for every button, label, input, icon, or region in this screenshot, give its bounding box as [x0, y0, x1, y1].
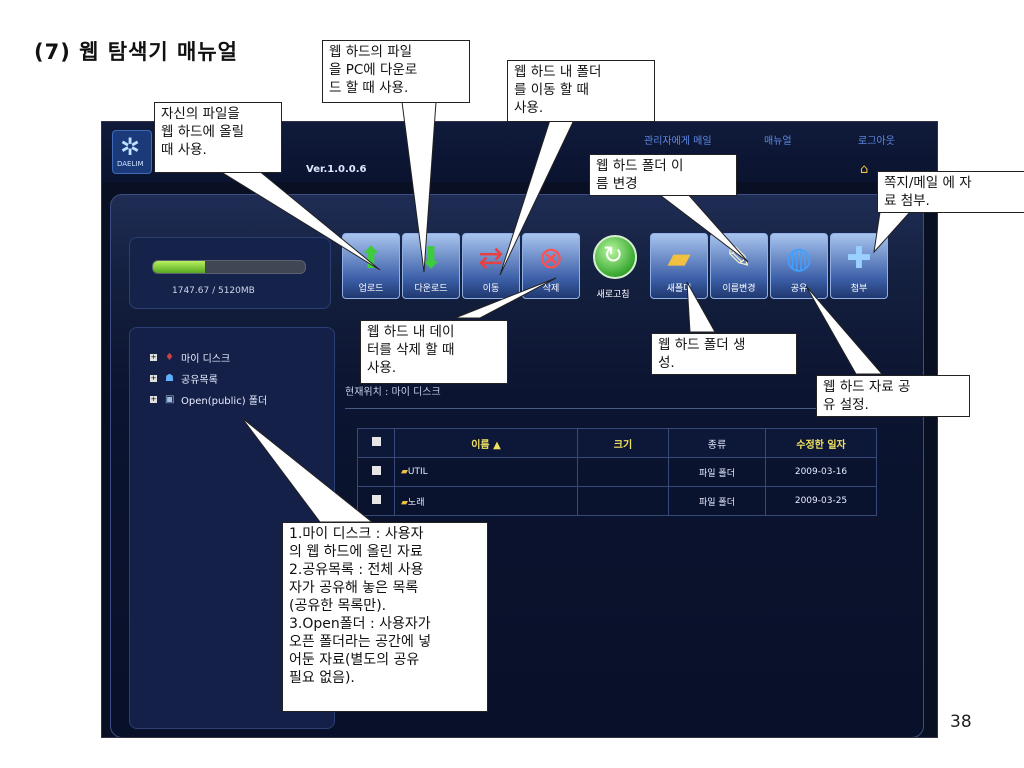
- quota-text: 1747.67 / 5120MB: [172, 286, 255, 296]
- share-list-icon: ☗: [165, 372, 174, 384]
- attach-button[interactable]: ✚ 첨부: [830, 233, 888, 299]
- share-globe-icon: ◍: [785, 241, 813, 276]
- row-name[interactable]: UTIL: [407, 467, 428, 477]
- table-header-row: 이름 ▲ 크기 종류 수정한 일자: [357, 428, 877, 458]
- callout-download: 웹 하드의 파일 을 PC에 다운로 드 할 때 사용.: [322, 40, 470, 103]
- quota-panel: 1747.67 / 5120MB: [129, 237, 331, 309]
- expand-icon[interactable]: +: [150, 352, 157, 361]
- version-label: Ver.1.0.0.6: [306, 164, 367, 175]
- move-arrows-icon: ⇄: [478, 241, 504, 276]
- new-folder-icon: ▰: [667, 241, 691, 276]
- select-all-cell[interactable]: [357, 428, 395, 458]
- callout-share: 웹 하드 자료 공 유 설정.: [816, 375, 970, 417]
- expand-icon[interactable]: +: [150, 394, 157, 403]
- web-explorer-screenshot: ✲ DAELIM Ver.1.0.0.6 관리자에게 메일 매뉴얼 로그아웃 ⌂…: [101, 121, 938, 738]
- breadcrumb: 현재위치 : 마이 디스크: [345, 387, 441, 398]
- page-number: 38: [950, 712, 972, 732]
- attach-pointer: [873, 211, 912, 254]
- row-size: [577, 486, 669, 516]
- logo-star-icon: ✲: [120, 133, 141, 161]
- table-row[interactable]: ▰노래 파일 폴더 2009-03-25: [357, 486, 877, 516]
- refresh-button[interactable]: ↻ 새로고침: [585, 235, 641, 300]
- disk-icon: ♦: [165, 351, 174, 363]
- download-label: 다운로드: [414, 284, 448, 294]
- tree-item-label: 공유목록: [181, 374, 218, 386]
- callout-upload: 자신의 파일을 웹 하드에 올릴 때 사용.: [154, 102, 282, 173]
- attach-icon: ✚: [846, 241, 872, 276]
- rename-button[interactable]: ✎ 이름변경: [710, 233, 768, 299]
- callout-rename: 웹 하드 폴더 이 름 변경: [589, 154, 737, 196]
- callout-move: 웹 하드 내 폴더 를 이동 할 때 사용.: [507, 60, 655, 122]
- row-date: 2009-03-16: [765, 457, 877, 487]
- tree-item-open-folder[interactable]: + ▣ Open(public) 폴더: [150, 392, 268, 407]
- delete-label: 삭제: [542, 284, 560, 294]
- quota-fill: [153, 261, 205, 273]
- open-folder-icon: ▣: [165, 393, 175, 405]
- tree-item-share-list[interactable]: + ☗ 공유목록: [150, 371, 218, 386]
- col-date[interactable]: 수정한 일자: [765, 428, 877, 458]
- new-folder-pointer: [686, 281, 716, 333]
- upload-label: 업로드: [358, 284, 384, 294]
- new-folder-button[interactable]: ▰ 새폴더: [650, 233, 708, 299]
- table-row[interactable]: ▰UTIL 파일 폴더 2009-03-16: [357, 457, 877, 487]
- row-type: 파일 폴더: [668, 457, 766, 487]
- callout-delete: 웹 하드 내 데이 터를 삭제 할 때 사용.: [360, 320, 508, 384]
- share-button[interactable]: ◍ 공유: [770, 233, 828, 299]
- callout-folder-tree: 1.마이 디스크 : 사용자 의 웹 하드에 올린 자료 2.공유목록 : 전체…: [282, 522, 488, 712]
- refresh-icon: ↻: [602, 241, 624, 269]
- download-pointer: [401, 101, 437, 273]
- home-icon[interactable]: ⌂: [860, 162, 869, 177]
- refresh-label: 새로고침: [596, 290, 630, 300]
- row-name[interactable]: 노래: [407, 497, 425, 508]
- select-all-checkbox[interactable]: [371, 437, 381, 446]
- row-name-cell[interactable]: ▰노래: [394, 486, 578, 516]
- quota-bar: [152, 260, 306, 274]
- row-name-cell[interactable]: ▰UTIL: [394, 457, 578, 487]
- tree-item-my-disk[interactable]: + ♦ 마이 디스크: [150, 350, 231, 365]
- col-name[interactable]: 이름 ▲: [394, 428, 578, 458]
- logo: ✲ DAELIM: [112, 130, 152, 174]
- folder-icon: ▰: [401, 497, 408, 508]
- logout-link[interactable]: 로그아웃: [858, 136, 895, 147]
- folder-icon: ▰: [401, 467, 408, 477]
- callout-attach: 쪽지/메일 에 자 료 첨부.: [877, 171, 1024, 213]
- rename-label: 이름변경: [722, 284, 756, 294]
- share-label: 공유: [790, 284, 808, 294]
- logo-text: DAELIM: [117, 160, 144, 168]
- delete-pointer: [454, 277, 557, 319]
- attach-label: 첨부: [850, 284, 868, 294]
- row-checkbox[interactable]: [371, 466, 381, 475]
- delete-x-icon: ⊗: [538, 241, 564, 276]
- callout-new-folder: 웹 하드 폴더 생 성.: [651, 333, 797, 375]
- move-pointer: [499, 119, 575, 276]
- tree-item-label: 마이 디스크: [181, 353, 231, 365]
- tree-item-label: Open(public) 폴더: [181, 395, 268, 407]
- row-checkbox[interactable]: [371, 495, 381, 504]
- share-pointer: [805, 285, 884, 375]
- row-type: 파일 폴더: [668, 486, 766, 516]
- col-size[interactable]: 크기: [577, 428, 669, 458]
- slide-title: (7) 웹 탐색기 매뉴얼: [34, 40, 238, 64]
- upload-pointer: [216, 169, 381, 271]
- expand-icon[interactable]: +: [150, 373, 157, 382]
- move-label: 이동: [482, 284, 500, 294]
- rename-pointer: [654, 191, 749, 263]
- manual-link[interactable]: 매뉴얼: [764, 136, 792, 147]
- divider: [345, 408, 875, 409]
- admin-mail-link[interactable]: 관리자에게 메일: [644, 136, 712, 147]
- row-date: 2009-03-25: [765, 486, 877, 516]
- file-table: 이름 ▲ 크기 종류 수정한 일자 ▰UTIL 파일 폴더 2009-03-16…: [357, 428, 877, 516]
- tree-pointer: [241, 417, 374, 523]
- refresh-circle: [593, 235, 637, 279]
- new-folder-label: 새폴더: [666, 284, 692, 294]
